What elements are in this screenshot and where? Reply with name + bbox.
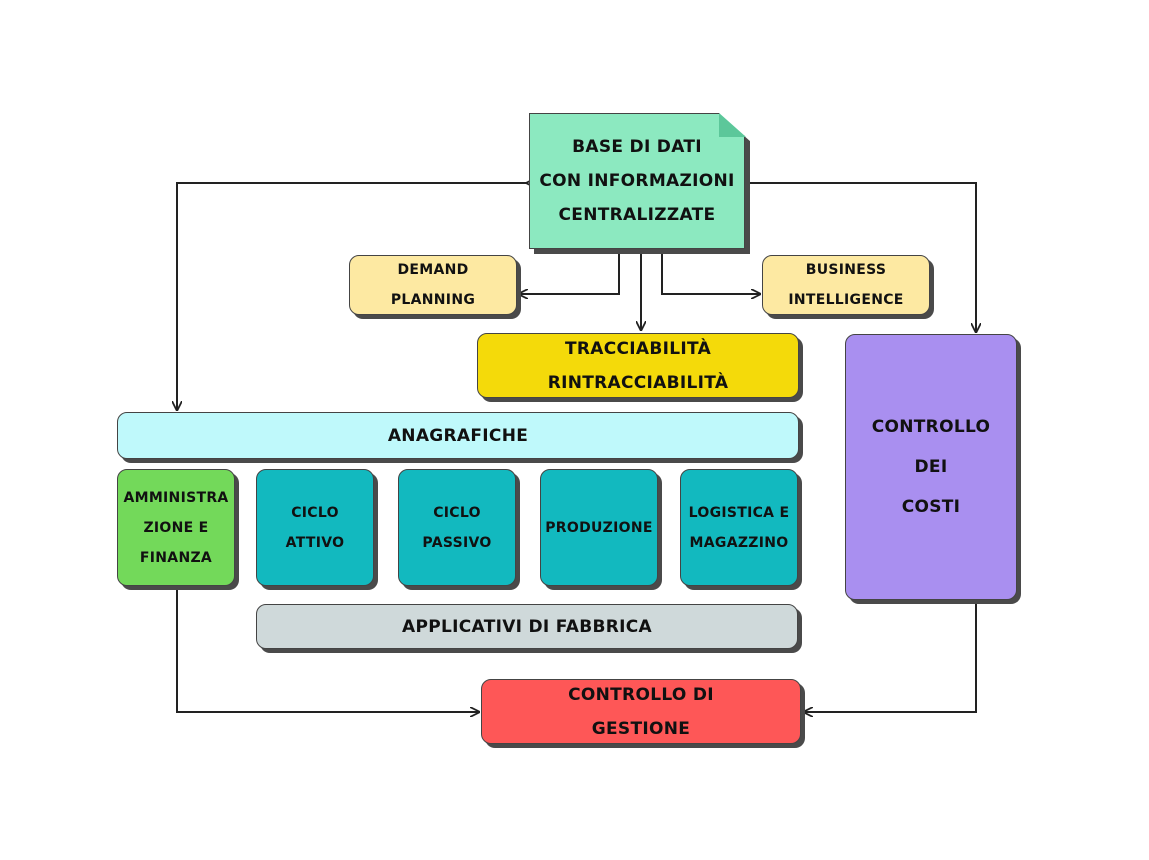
produzione-node: PRODUZIONE [540, 469, 658, 586]
demand-planning-node: DEMAND PLANNING [349, 255, 517, 315]
connector-database-anagrafiche [177, 183, 527, 410]
logistica-magazzino-node: LOGISTICA E MAGAZZINO [680, 469, 798, 586]
connector-database-business-intelligence [661, 254, 760, 294]
applicativi-fabbrica-node: APPLICATIVI DI FABBRICA [256, 604, 798, 649]
controllo-costi-node: CONTROLLO DEI COSTI [845, 334, 1017, 600]
database-node: BASE DI DATI CON INFORMAZIONI CENTRALIZZ… [529, 113, 745, 249]
connector-amministrazione-controllo-gestione [176, 588, 479, 712]
connector-database-demand-planning [519, 254, 620, 294]
tracciabilita-node: TRACCIABILITÀ RINTRACCIABILITÀ [477, 333, 799, 398]
business-intelligence-node: BUSINESS INTELLIGENCE [762, 255, 930, 315]
anagrafiche-node: ANAGRAFICHE [117, 412, 799, 459]
ciclo-passivo-node: CICLO PASSIVO [398, 469, 516, 586]
controllo-gestione-node: CONTROLLO DI GESTIONE [481, 679, 801, 744]
amministrazione-finanza-node: AMMINISTRA ZIONE E FINANZA [117, 469, 235, 586]
ciclo-attivo-node: CICLO ATTIVO [256, 469, 374, 586]
connector-controllo-costi-controllo-gestione [804, 602, 977, 712]
connector-database-controllo-costi [749, 183, 976, 332]
